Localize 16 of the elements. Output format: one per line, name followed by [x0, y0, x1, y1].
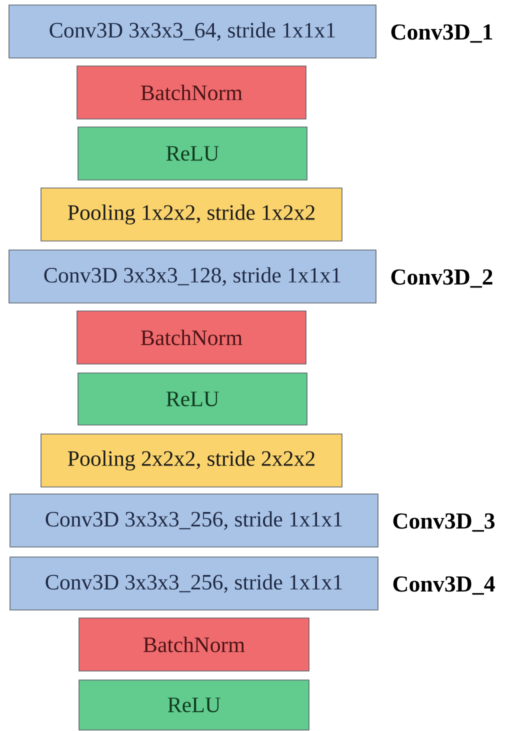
layer-name: Conv3D_1 — [391, 24, 492, 43]
layer-name: Conv3D_3 — [393, 513, 495, 532]
batchnorm-box: BatchNorm — [76, 310, 306, 364]
conv-layer-box: Conv3D 3x3x3_256, stride 1x1x1 — [10, 494, 378, 548]
relu-box: ReLU — [78, 680, 310, 730]
relu-box: ReLU — [78, 126, 308, 180]
batchnorm-box: BatchNorm — [76, 66, 306, 120]
batchnorm-box: BatchNorm — [78, 618, 310, 672]
conv-layer-box: Conv3D 3x3x3_64, stride 1x1x1 — [8, 4, 376, 58]
layer-name: Conv3D_2 — [391, 269, 492, 288]
pooling-box: Pooling 1x2x2, stride 1x2x2 — [40, 188, 342, 242]
conv-layer-box: Conv3D 3x3x3_256, stride 1x1x1 — [10, 556, 378, 610]
conv-layer-box: Conv3D 3x3x3_128, stride 1x1x1 — [8, 250, 376, 304]
layer-name: Conv3D_4 — [393, 576, 495, 595]
pooling-box: Pooling 2x2x2, stride 2x2x2 — [40, 434, 342, 488]
relu-box: ReLU — [78, 372, 308, 426]
